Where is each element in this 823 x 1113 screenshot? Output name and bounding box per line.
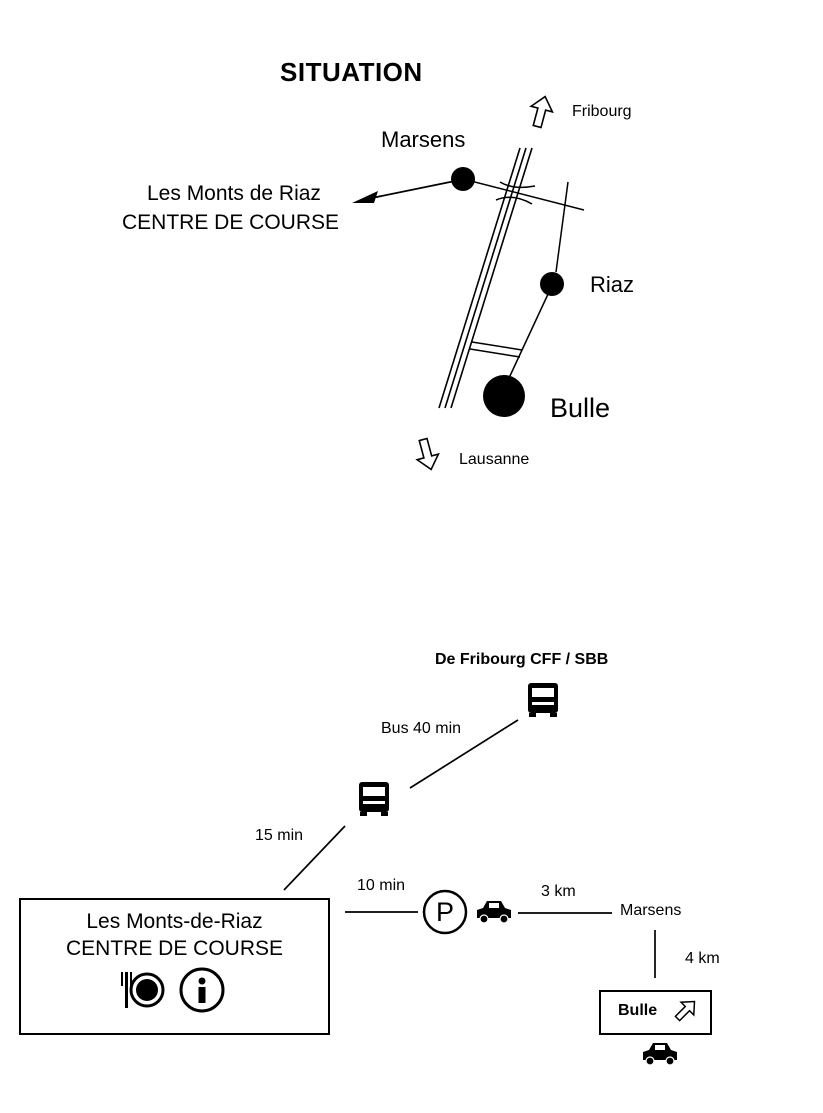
label-fribourg: Fribourg	[572, 103, 632, 120]
riaz-dot	[540, 272, 564, 296]
road-riaz-bulle	[508, 291, 550, 379]
bus-icon	[528, 683, 558, 717]
bus-icon-stop	[359, 782, 389, 816]
label-bus-time: Bus 40 min	[381, 720, 462, 737]
label-marsens: Marsens	[381, 127, 466, 152]
bulle-sign: Bulle	[599, 990, 712, 1035]
car-icon-bulle	[643, 1043, 677, 1066]
label-bulle: Bulle	[550, 393, 611, 423]
parking-icon	[422, 889, 468, 935]
label-parking-time: 10 min	[357, 877, 406, 894]
label-distance-bulle: 4 km	[685, 950, 720, 967]
rail-connector	[469, 341, 523, 358]
arrow-up-icon	[529, 95, 554, 129]
road-to-venue	[361, 180, 456, 201]
label-walk-time: 15 min	[255, 827, 304, 844]
access-lines	[283, 719, 656, 978]
venue-box-line1: Les Monts-de-Riaz	[86, 910, 263, 933]
label-origin: De Fribourg CFF / SBB	[435, 651, 609, 668]
label-lausanne: Lausanne	[459, 451, 530, 468]
label-venue-line2: CENTRE DE COURSE	[122, 211, 340, 234]
road-marsens	[462, 178, 585, 211]
label-riaz: Riaz	[590, 272, 635, 297]
label-marsens-access: Marsens	[620, 902, 682, 919]
road-riaz-north	[555, 181, 569, 273]
label-venue-line1: Les Monts de Riaz	[147, 182, 321, 205]
marsens-dot	[451, 167, 475, 191]
car-icon	[477, 901, 511, 924]
label-distance-marsens: 3 km	[541, 883, 576, 900]
venue-box: Les Monts-de-Riaz CENTRE DE COURSE	[19, 898, 330, 1035]
venue-box-line2: CENTRE DE COURSE	[65, 937, 284, 960]
bridge-marks	[495, 181, 536, 205]
arrow-down-icon	[415, 437, 440, 471]
page-title: SITUATION	[280, 57, 423, 87]
road-arrow-head	[352, 191, 378, 203]
bulle-sign-label: Bulle	[618, 1002, 658, 1019]
parking-letter: P	[435, 897, 454, 927]
bulle-dot	[483, 375, 525, 417]
